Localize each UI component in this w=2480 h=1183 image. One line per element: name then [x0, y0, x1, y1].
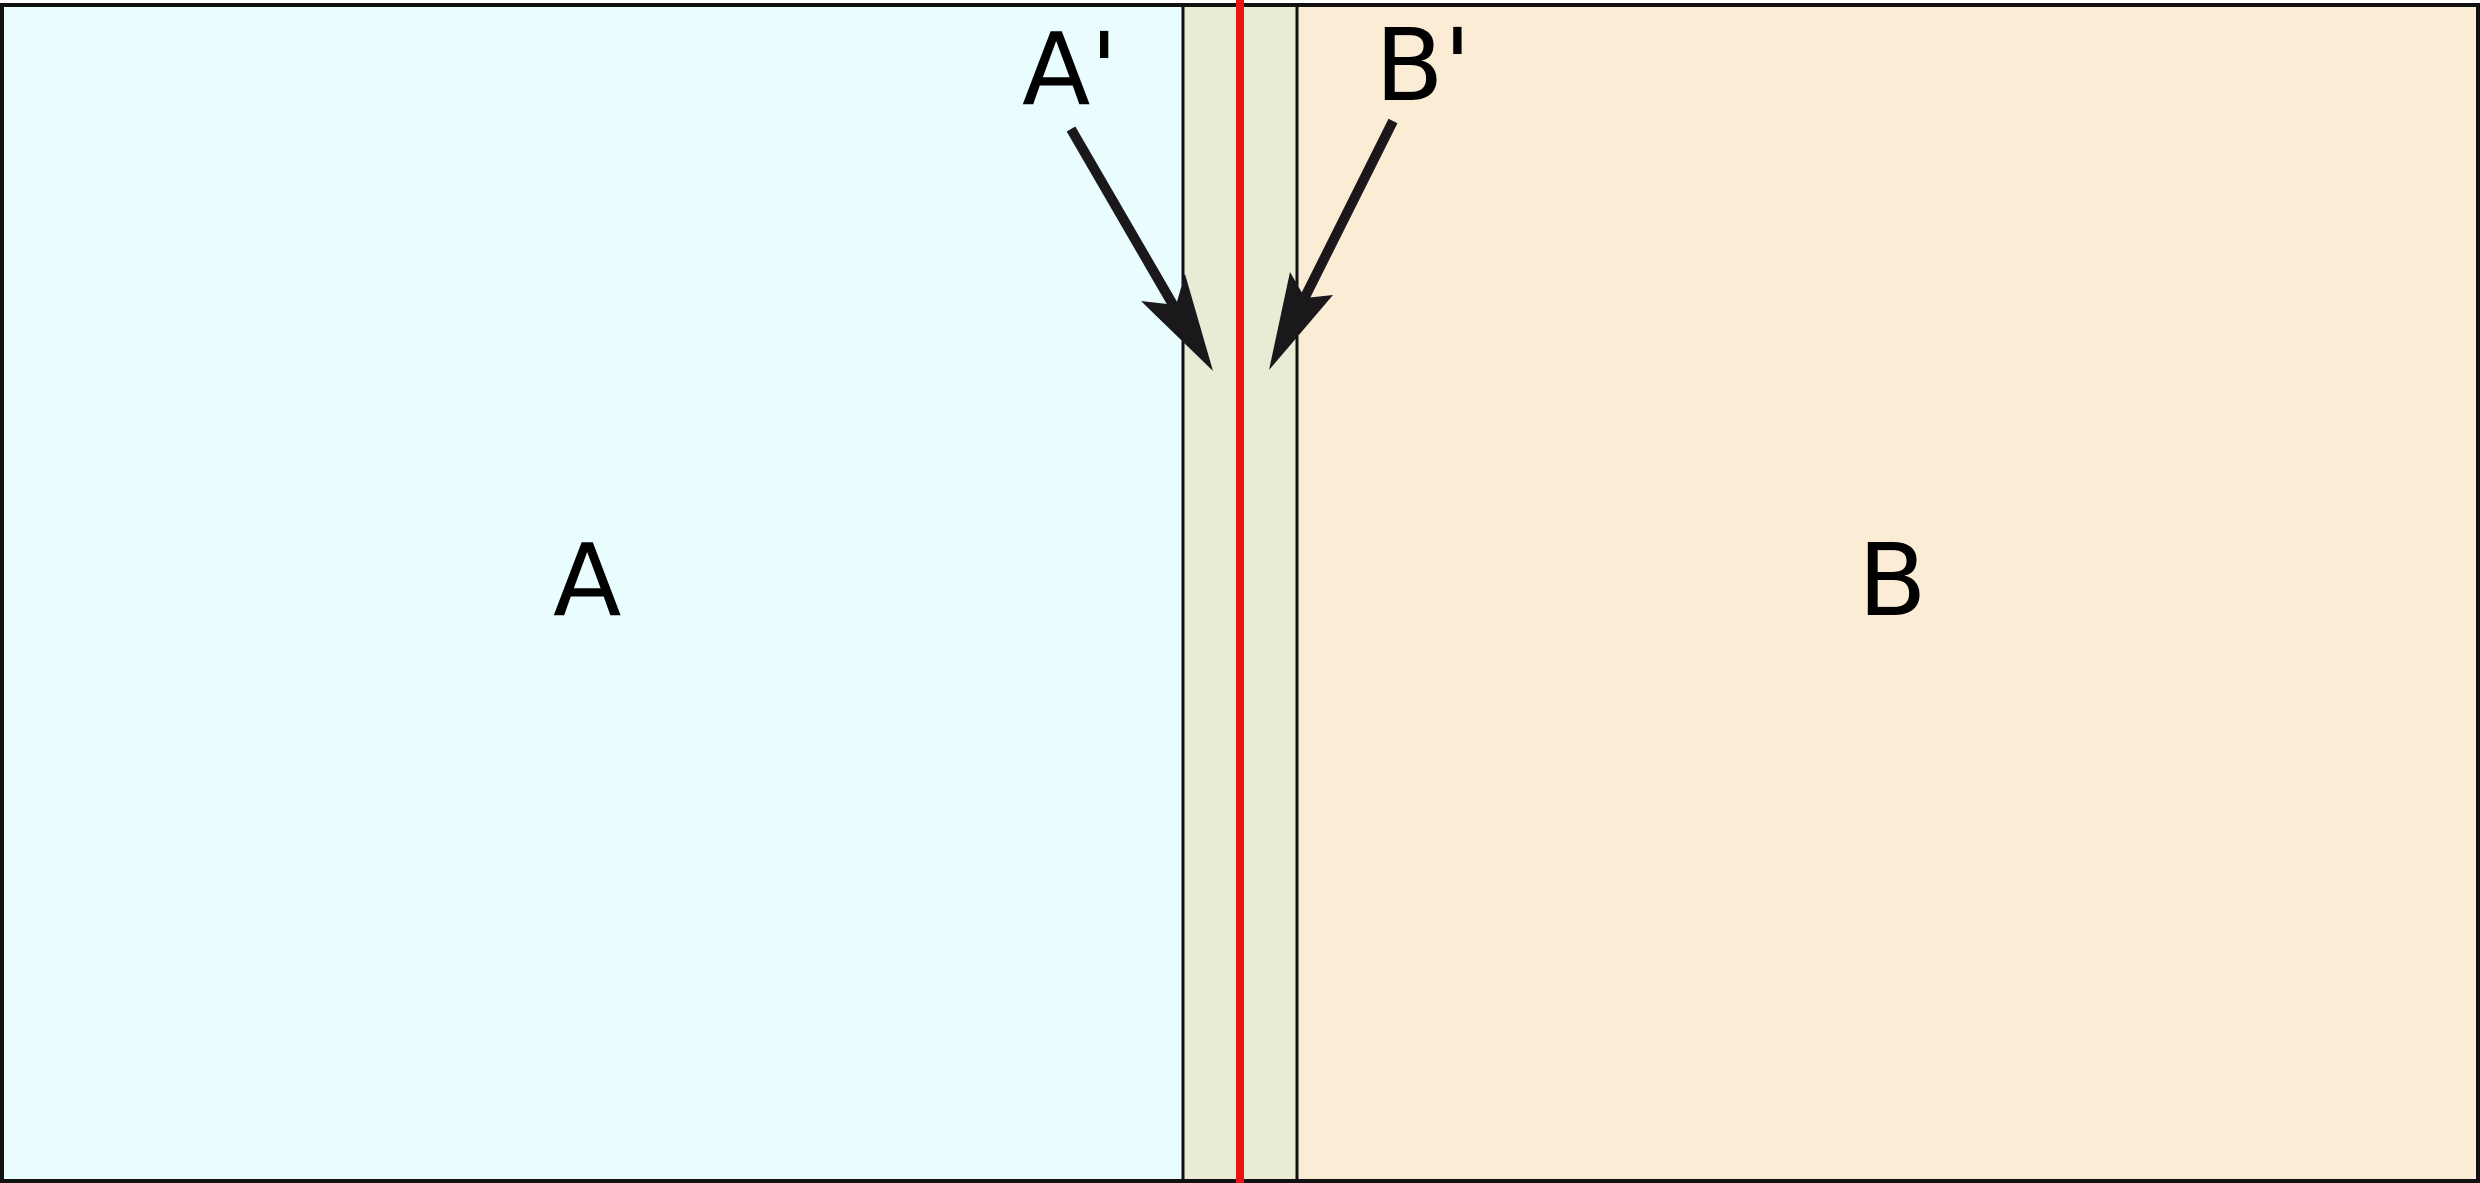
label-region-a: A [553, 522, 621, 639]
arrow-b-prime-shaft [1295, 118, 1398, 310]
arrow-a-prime-shaft [1066, 126, 1181, 313]
arrow-b-prime-head [1269, 272, 1333, 370]
region-b [1297, 5, 2478, 1181]
region-a [2, 5, 1183, 1181]
arrow-b-prime [1269, 118, 1398, 370]
label-a-prime: A' [1022, 11, 1118, 128]
label-region-b: B [1858, 522, 1927, 639]
label-b-prime: B' [1375, 7, 1471, 124]
arrow-a-prime-head [1141, 274, 1213, 371]
arrow-a-prime [1066, 126, 1213, 371]
